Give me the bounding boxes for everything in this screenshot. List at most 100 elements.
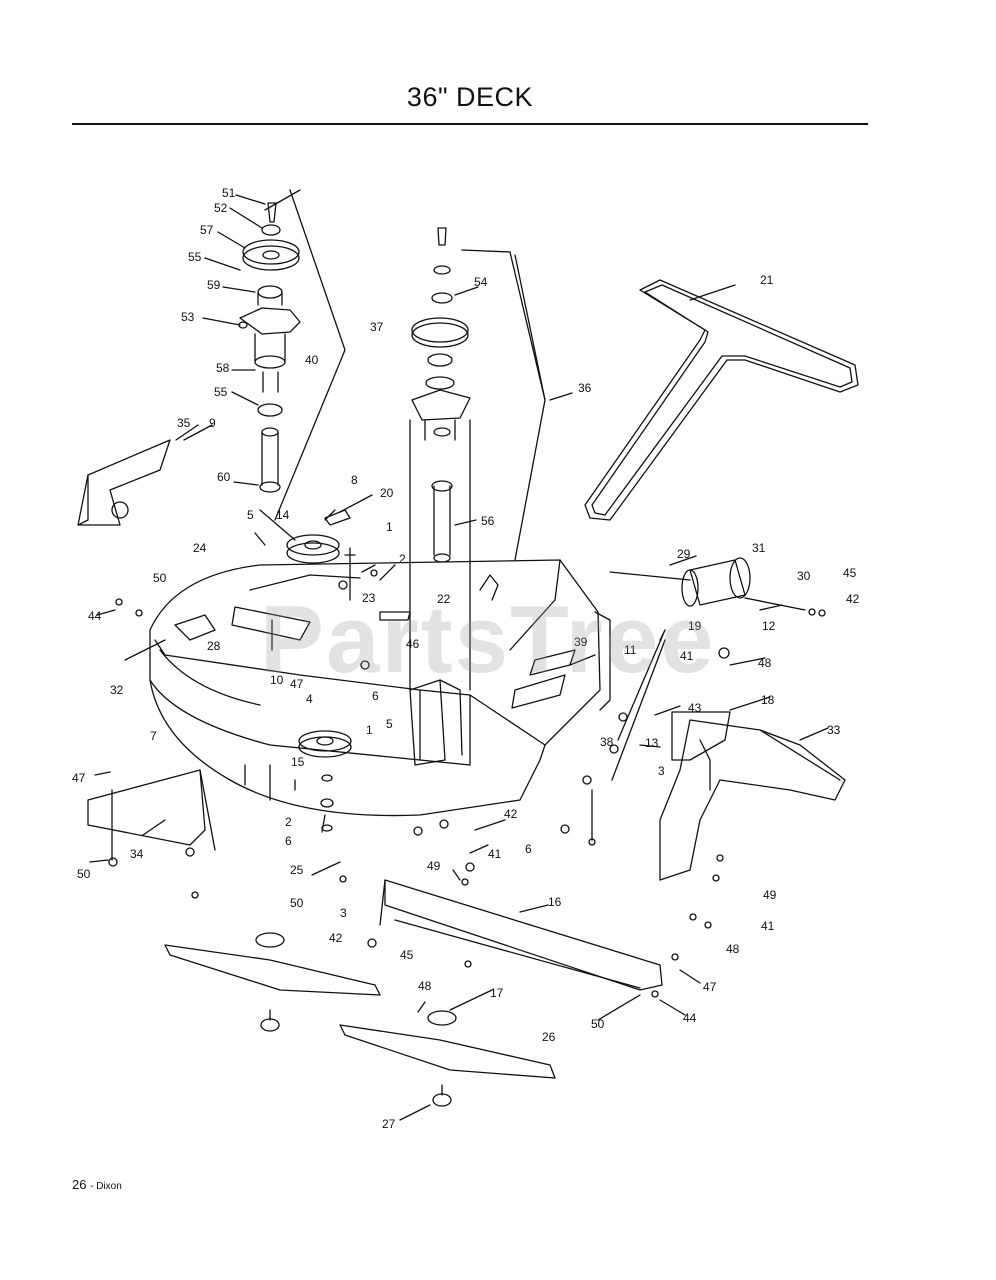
lift-rod — [611, 629, 666, 781]
callout-label: 59 — [207, 278, 221, 292]
callout-label: 41 — [761, 919, 775, 933]
callout-label: 9 — [209, 416, 216, 430]
callout-label: 18 — [761, 693, 775, 707]
callout-label: 42 — [329, 931, 343, 945]
callout-label: 26 — [542, 1030, 556, 1044]
callout-label: 41 — [488, 847, 502, 861]
callout-label: 30 — [797, 569, 811, 583]
callout-label: 15 — [291, 755, 305, 769]
center-spindle-assembly — [409, 227, 546, 691]
callout-label: 35 — [177, 416, 191, 430]
callout-label: 50 — [591, 1017, 605, 1031]
callout-label: 11 — [624, 643, 637, 657]
rear-baffle — [87, 769, 216, 851]
callout-label: 16 — [548, 895, 562, 909]
left-spindle-assembly — [238, 189, 301, 493]
callout-label: 32 — [110, 683, 124, 697]
callout-label: 10 — [270, 673, 284, 687]
callout-label: 27 — [382, 1117, 396, 1131]
callout-label: 50 — [77, 867, 91, 881]
callout-label: 56 — [481, 514, 495, 528]
callout-label: 45 — [843, 566, 857, 580]
callout-label: 6 — [525, 842, 532, 856]
discharge-chute — [659, 719, 846, 881]
callout-label: 22 — [437, 592, 451, 606]
page-number: 26 — [72, 1177, 87, 1192]
lift-bracket — [671, 711, 731, 761]
title-rule — [72, 123, 868, 125]
callout-label: 58 — [216, 361, 230, 375]
callout-label: 8 — [351, 473, 358, 487]
lower-idler-pulley — [298, 730, 352, 832]
callout-label: 57 — [200, 223, 214, 237]
belt-cover-plate — [77, 439, 171, 526]
callout-label: 49 — [427, 859, 441, 873]
hardware — [108, 569, 826, 998]
callout-label: 24 — [193, 541, 207, 555]
drive-belt — [584, 279, 859, 521]
callout-label: 19 — [688, 619, 702, 633]
callout-label: 3 — [340, 906, 347, 920]
callout-label: 60 — [217, 470, 231, 484]
callout-label: 44 — [88, 609, 102, 623]
callout-label: 51 — [222, 186, 236, 200]
callout-label: 29 — [677, 547, 691, 561]
callout-label: 43 — [688, 701, 702, 715]
callout-label: 2 — [285, 815, 292, 829]
callout-label: 12 — [762, 619, 776, 633]
left-blade — [164, 932, 381, 1032]
callout-label: 25 — [290, 863, 304, 877]
callout-label: 4 — [306, 692, 313, 706]
front-bar — [379, 879, 663, 991]
callout-label: 17 — [490, 986, 504, 1000]
callout-label: 33 — [827, 723, 841, 737]
center-blade — [339, 1010, 556, 1107]
callout-label: 48 — [418, 979, 432, 993]
callout-label: 14 — [276, 508, 290, 522]
page-footer: 26 - Dixon — [72, 1177, 122, 1192]
callout-label: 55 — [214, 385, 228, 399]
callout-label: 44 — [683, 1011, 697, 1025]
callout-label: 38 — [600, 735, 614, 749]
callout-label: 50 — [153, 571, 167, 585]
callout-label: 28 — [207, 639, 221, 653]
callout-label: 45 — [400, 948, 414, 962]
leader-lines — [89, 194, 829, 1121]
callout-label: 53 — [181, 310, 195, 324]
center-bracket — [409, 679, 463, 766]
callout-label: 1 — [386, 520, 393, 534]
left-idler-pulley — [286, 509, 356, 601]
callout-label: 48 — [726, 942, 740, 956]
callout-label: 31 — [752, 541, 766, 555]
callout-label: 3 — [658, 764, 665, 778]
callout-label: 5 — [247, 508, 254, 522]
callout-label: 40 — [305, 353, 319, 367]
callout-label: 37 — [370, 320, 384, 334]
callout-label: 52 — [214, 201, 228, 215]
callout-label: 46 — [406, 637, 420, 651]
callout-label: 7 — [150, 729, 157, 743]
callout-label: 39 — [574, 635, 588, 649]
callout-label: 5 — [386, 717, 393, 731]
callout-label: 47 — [72, 771, 86, 785]
callout-label: 6 — [285, 834, 292, 848]
callout-label: 2 — [399, 552, 406, 566]
callout-label: 54 — [474, 275, 488, 289]
callout-label: 48 — [758, 656, 772, 670]
callout-label: 55 — [188, 250, 202, 264]
callout-label: 49 — [763, 888, 777, 902]
brand-name: Dixon — [96, 1181, 122, 1192]
callout-label: 50 — [290, 896, 304, 910]
page-title: 36" DECK — [406, 82, 534, 112]
callout-label: 42 — [504, 807, 518, 821]
callout-label: 20 — [380, 486, 394, 500]
callout-label: 47 — [290, 677, 304, 691]
callout-label: 13 — [645, 736, 659, 750]
callout-label: 34 — [130, 847, 144, 861]
callout-label: 36 — [578, 381, 592, 395]
callout-label: 21 — [760, 273, 774, 287]
deck-shell — [149, 559, 611, 817]
callout-label: 47 — [703, 980, 717, 994]
callout-label: 41 — [680, 649, 694, 663]
